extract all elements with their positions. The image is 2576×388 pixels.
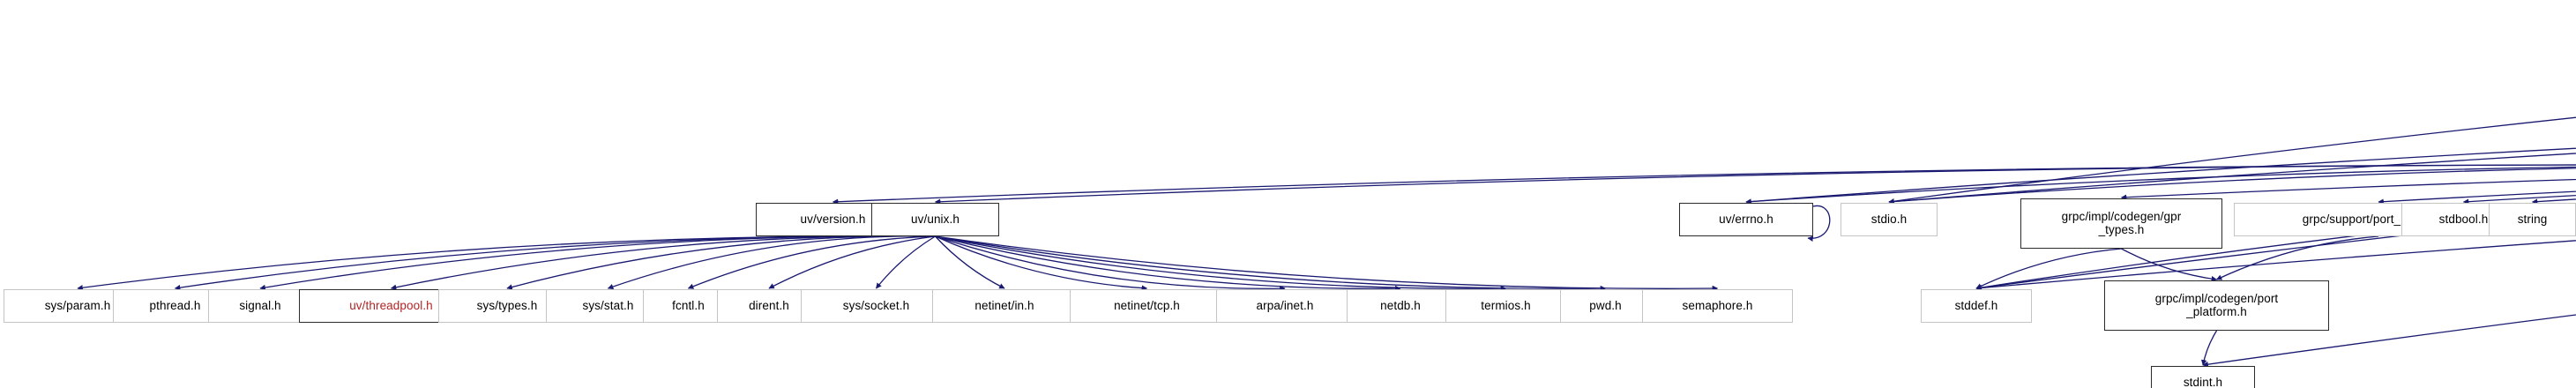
graph-node-gprtypes[interactable]: grpc/impl/codegen/gpr _types.h (2020, 198, 2222, 249)
graph-node-stdint[interactable]: stdint.h (2151, 366, 2255, 388)
graph-edge-uvunix-to-sysparam (77, 235, 936, 291)
graph-edge-taskh-to-uverrno (1745, 147, 2576, 205)
graph-edge-stringh-to-stdbool (2462, 195, 2576, 205)
graph-edge-uvunix-to-fcntl (687, 235, 936, 289)
graph-edge-uvh-to-stdio (1888, 168, 2576, 205)
graph-edge-uvunix-to-netinettcp (935, 235, 1148, 291)
graph-edge-gprtypes-to-portplat2 (2121, 248, 2218, 282)
graph-edge-stringh-to-gprtypes (2120, 178, 2576, 200)
graph-node-netinetin[interactable]: netinet/in.h (932, 289, 1077, 323)
graph-node-uvunix[interactable]: uv/unix.h (871, 203, 999, 236)
graph-edge-uvunix-to-semaphore (935, 235, 1719, 292)
graph-node-syssocket[interactable]: sys/socket.h (801, 289, 952, 323)
graph-edge-uvh-to-uverrno (1745, 166, 2576, 205)
graph-edge-uvh-to-uvversion (832, 164, 2576, 205)
graph-node-signal[interactable]: signal.h (208, 289, 312, 323)
graph-node-netinettcp[interactable]: netinet/tcp.h (1070, 289, 1224, 323)
graph-edge-stringh-to-string (2531, 198, 2576, 205)
graph-edge-uvunix-to-netdb (935, 235, 1401, 292)
graph-edge-uvunix-to-syssocket (875, 235, 936, 289)
graph-node-netdb[interactable]: netdb.h (1347, 289, 1454, 323)
graph-node-uverrno[interactable]: uv/errno.h (1679, 203, 1813, 236)
graph-edge-portplat-to-portplat2 (2215, 235, 2379, 280)
graph-edge-uvunix-to-netinetin (935, 235, 1005, 289)
graph-edge-uvh-to-uvunix (934, 164, 2576, 205)
graph-edge-taskh-to-stdio (1888, 153, 2576, 205)
graph-edge-stringh-to-portplat (2378, 190, 2576, 205)
graph-edge-uvunix-to-uvthread (390, 235, 936, 290)
graph-edge-uvunix-to-sysstat (607, 235, 936, 290)
graph-node-arpainet[interactable]: arpa/inet.h (1216, 289, 1354, 323)
graph-node-stdio[interactable]: stdio.h (1841, 203, 1938, 236)
graph-node-string[interactable]: string (2489, 203, 2576, 236)
graph-edge-uvunix-to-systypes (506, 235, 936, 290)
graph-edge-gprtypes-to-stddef (1975, 248, 2122, 289)
graph-node-stddef[interactable]: stddef.h (1921, 289, 2032, 323)
graph-edge-root-to-stdio (1888, 116, 2576, 205)
graph-edge-uvunix-to-arpainet (935, 235, 1286, 292)
graph-node-termios[interactable]: termios.h (1445, 289, 1566, 323)
graph-edge-taskh-to-stddef (1975, 214, 2576, 291)
graph-node-portplat2[interactable]: grpc/impl/codegen/port _platform.h (2104, 280, 2329, 331)
graph-edge-uvunix-to-signal (259, 235, 936, 291)
graph-edge-portplat2-to-stdint (2200, 330, 2218, 366)
graph-node-semaphore[interactable]: semaphore.h (1642, 289, 1793, 323)
graph-node-pwd[interactable]: pwd.h (1560, 289, 1651, 323)
graph-edge-uvunix-to-pthread (174, 235, 936, 291)
graph-edge-stringh-to-stdint (2202, 314, 2576, 368)
graph-edge-uvunix-to-termios (935, 235, 1507, 292)
graph-edge-uvunix-to-dirent (768, 235, 936, 289)
graph-edge-uvunix-to-pwd (935, 235, 1607, 292)
